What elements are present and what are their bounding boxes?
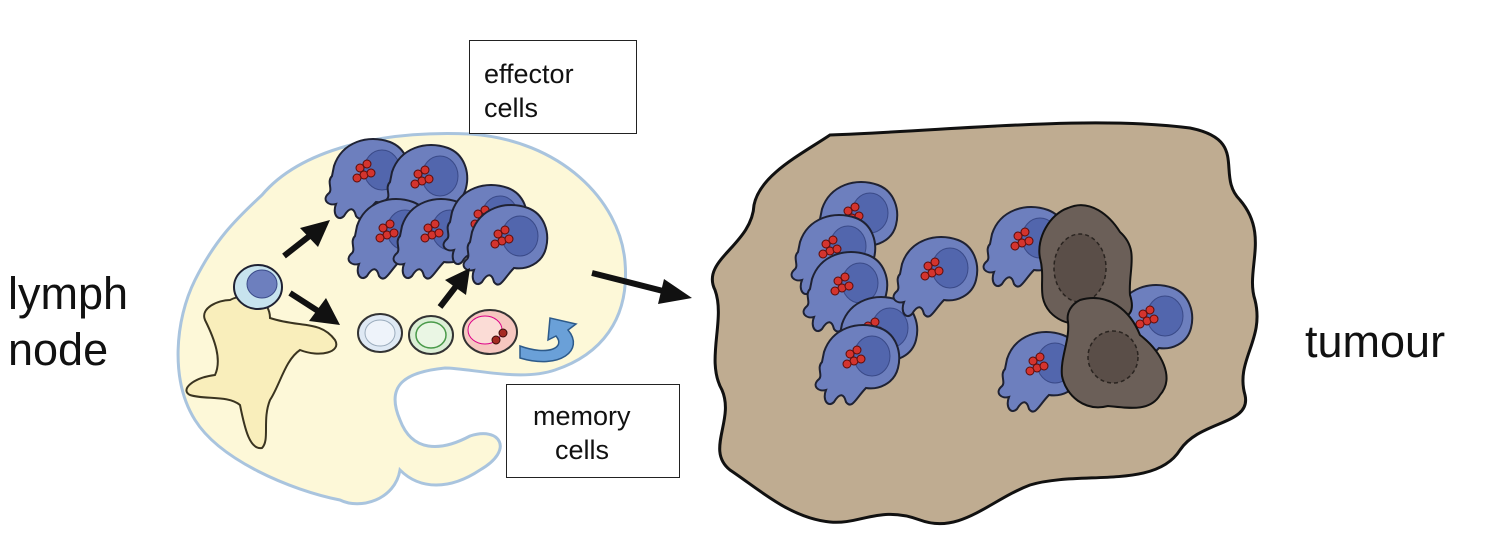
arrow-memory-to-effector bbox=[437, 268, 470, 309]
effector-cells-line2: cells bbox=[484, 93, 539, 123]
effector-cells-box: effector cells bbox=[469, 40, 637, 134]
memory-cells-line2: cells bbox=[555, 435, 610, 465]
naive-t-cell bbox=[233, 264, 283, 310]
memory-cells-line1: memory bbox=[533, 401, 631, 431]
arrow-to-effector bbox=[282, 220, 330, 259]
arrows bbox=[282, 220, 692, 325]
arrow-to-memory bbox=[288, 290, 340, 325]
lymph-node bbox=[176, 132, 628, 506]
memory-cells-box: memory cells bbox=[506, 384, 680, 478]
memory-cells-row bbox=[357, 309, 518, 355]
lymph-node-label: lymph node bbox=[8, 266, 168, 378]
tumour bbox=[711, 121, 1259, 526]
effector-cells-line1: effector bbox=[484, 59, 574, 89]
lymph-node-label-line1: lymph bbox=[8, 268, 129, 319]
dendritic-cell bbox=[185, 295, 338, 450]
recycle-arrow bbox=[519, 317, 578, 363]
lymph-node-label-line2: node bbox=[8, 324, 109, 375]
tumour-label: tumour bbox=[1305, 316, 1446, 367]
arrow-to-tumour bbox=[591, 270, 692, 304]
cancer-cells bbox=[1038, 204, 1168, 409]
